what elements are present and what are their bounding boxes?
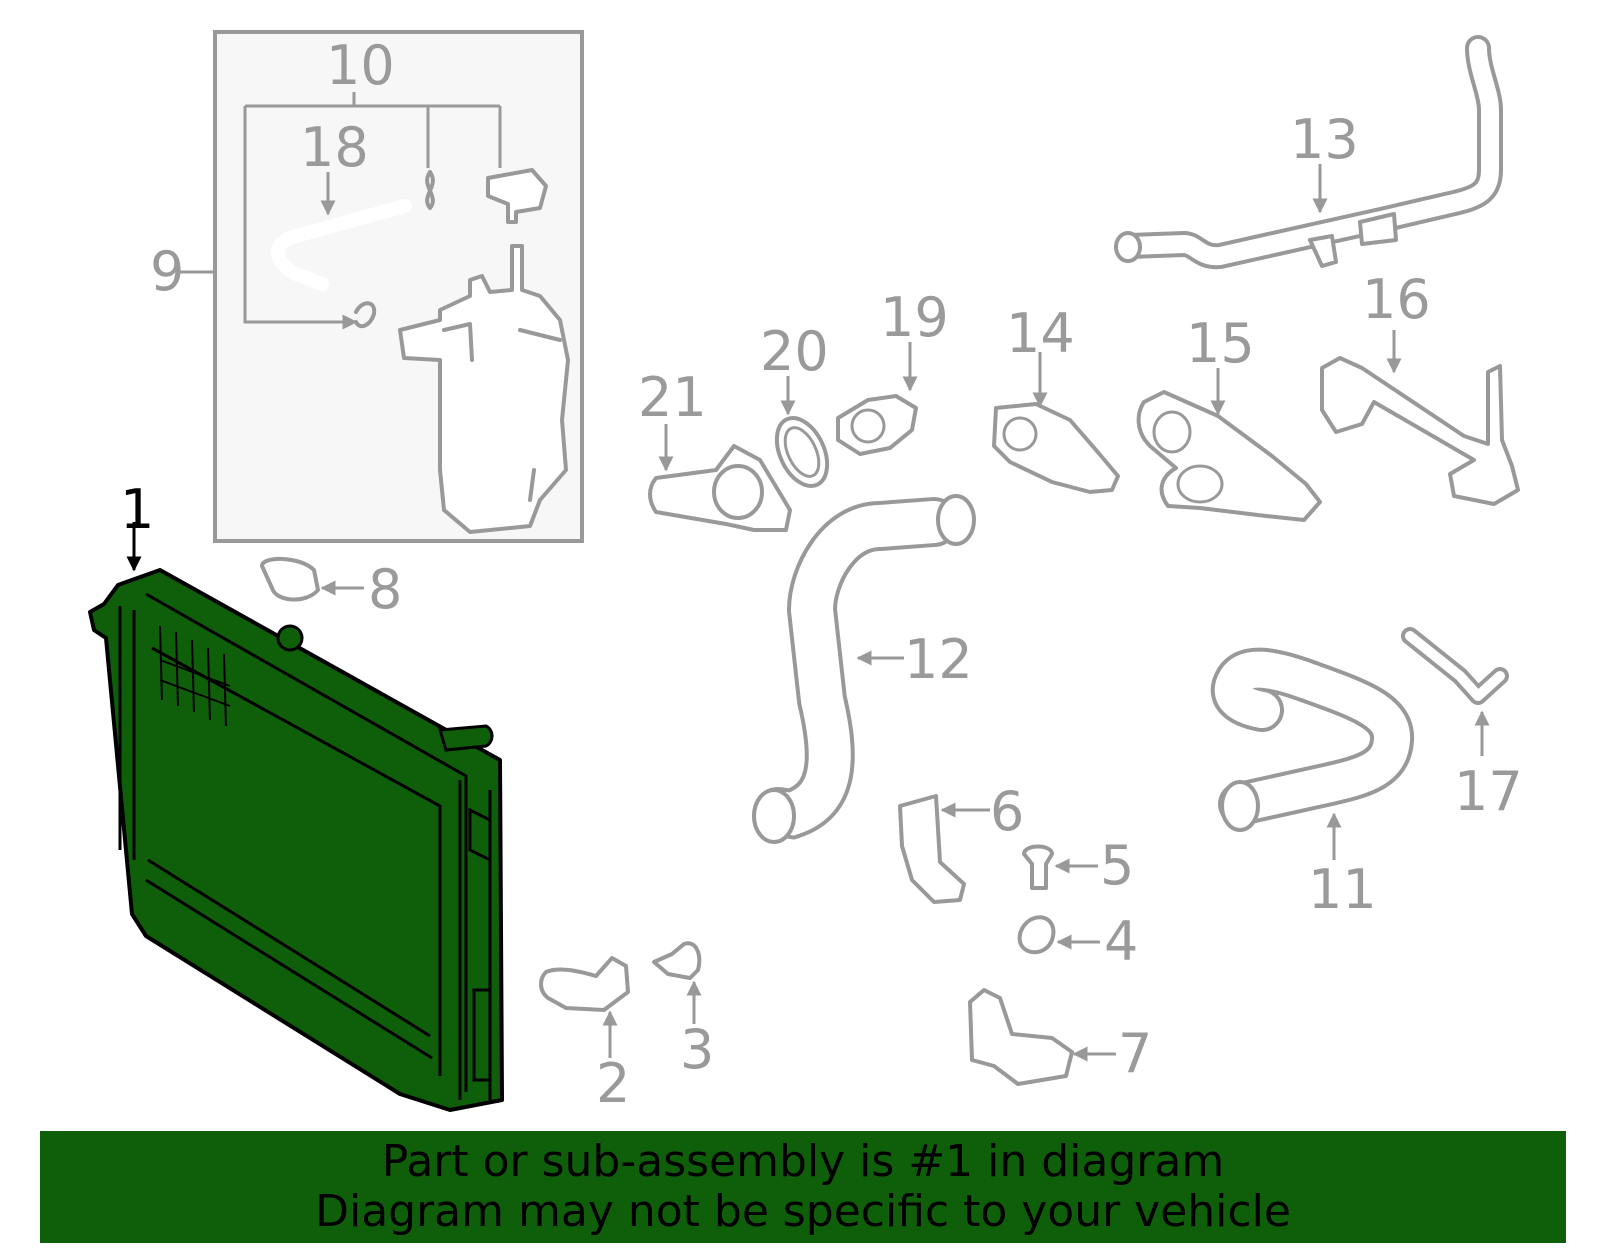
pipe-part-16: [1320, 330, 1520, 506]
reservoir-assembly-inset: [180, 30, 584, 543]
callout-2: 2: [596, 1052, 630, 1115]
bracket-part-7: [968, 988, 1116, 1086]
water-outlet-part-21: [648, 424, 792, 532]
grommet-part-4: [1017, 915, 1100, 955]
callout-18: 18: [300, 116, 369, 179]
callout-16: 16: [1362, 268, 1431, 331]
callout-3: 3: [680, 1018, 714, 1081]
callout-19: 19: [880, 286, 949, 349]
callout-10: 10: [326, 34, 395, 97]
callout-12: 12: [904, 628, 973, 691]
radiator-cap-part: [260, 556, 364, 602]
callout-17: 17: [1454, 760, 1523, 823]
plug-part-5: [1022, 844, 1098, 890]
radiator-assembly-highlighted: [88, 522, 504, 1112]
callout-4: 4: [1104, 910, 1138, 973]
callout-21: 21: [638, 366, 707, 429]
clip-part-3: [652, 941, 702, 1024]
callout-15: 15: [1186, 312, 1255, 375]
bracket-part-2: [539, 956, 630, 1058]
callout-13: 13: [1290, 108, 1359, 171]
callout-7: 7: [1118, 1022, 1152, 1085]
callout-8: 8: [368, 558, 402, 621]
callout-11: 11: [1308, 858, 1377, 921]
housing-part-15: [1136, 368, 1322, 522]
hose-part-17: [1401, 627, 1509, 756]
callout-5: 5: [1100, 834, 1134, 897]
callout-9: 9: [150, 240, 184, 303]
banner-line-part-info: Part or sub-assembly is #1 in diagram: [381, 1136, 1225, 1187]
hose-part-11: [1210, 647, 1414, 860]
callout-20: 20: [760, 320, 829, 383]
callout-14: 14: [1006, 302, 1075, 365]
callout-1: 1: [120, 478, 154, 541]
info-banner: Part or sub-assembly is #1 in diagram Di…: [40, 1131, 1566, 1243]
gasket-part-20: [774, 376, 830, 488]
hose-part-12: [752, 494, 976, 844]
banner-line-disclaimer: Diagram may not be specific to your vehi…: [315, 1186, 1291, 1237]
thermostat-part-19: [836, 342, 918, 456]
pipe-part-13: [1114, 35, 1503, 270]
bracket-part-6: [898, 794, 990, 904]
callout-6: 6: [990, 780, 1024, 843]
housing-part-14: [992, 352, 1120, 494]
